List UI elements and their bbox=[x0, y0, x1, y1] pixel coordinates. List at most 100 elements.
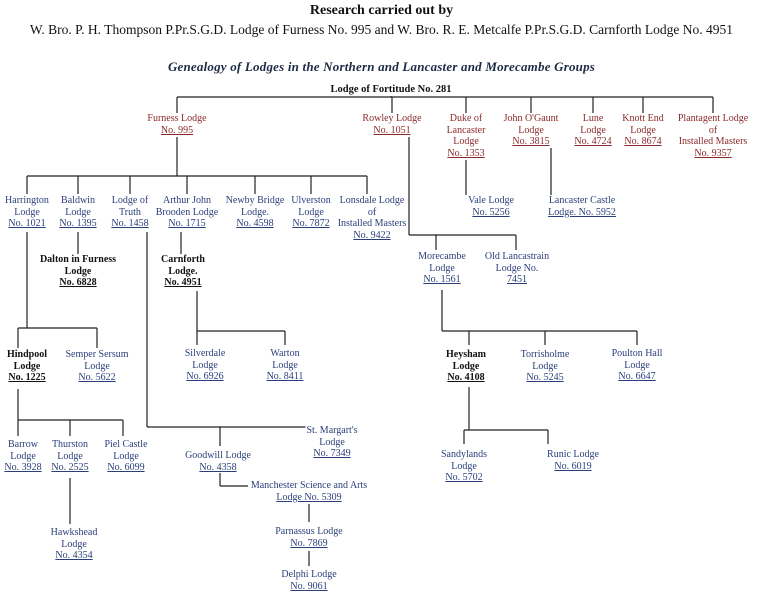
lodge-number: No. 1353 bbox=[447, 147, 485, 159]
lodge-name-line: of bbox=[367, 206, 377, 218]
lodge-name-line: Installed Masters bbox=[678, 136, 748, 147]
lodge-number: No. 6828 bbox=[59, 277, 97, 288]
research-authors: W. Bro. P. H. Thompson P.Pr.S.G.D. Lodge… bbox=[29, 22, 734, 37]
lodge-name-line: Lodge bbox=[192, 359, 218, 371]
lodge-name-line: Duke of bbox=[449, 113, 483, 124]
lodge-name-line: Barrow bbox=[7, 439, 38, 450]
lodge-number: No. 1395 bbox=[59, 218, 97, 229]
lodge-name-line: Lodge No. bbox=[495, 262, 539, 274]
lodge-name-line: Lancaster Castle bbox=[548, 195, 616, 206]
lodge-name-line: Lodge bbox=[451, 460, 477, 472]
lodge-name-line: Goodwill Lodge bbox=[185, 450, 251, 461]
lodge-name-line: John O'Gaunt bbox=[503, 113, 559, 124]
lodge-name-line: Lodge bbox=[532, 360, 558, 372]
lodge-name-line: Hawkshead bbox=[50, 527, 98, 538]
lodge-name-line: Lodge bbox=[57, 450, 83, 462]
lodge-name-line: Lodge bbox=[65, 206, 91, 218]
lodge-name-line: Vale Lodge bbox=[468, 195, 514, 206]
lodge-number: No. 1225 bbox=[8, 372, 46, 383]
research-title: Research carried out by bbox=[309, 3, 454, 18]
lodge-number: No. 1715 bbox=[168, 218, 206, 229]
lodge-name-line: Carnforth bbox=[161, 254, 205, 265]
lodge-name-line: Old Lancastrain bbox=[484, 251, 550, 262]
lodge-name-line: Rowley Lodge bbox=[362, 113, 422, 124]
lodge-number: No. 7872 bbox=[292, 218, 330, 229]
lodge-number: No. 5245 bbox=[526, 372, 564, 383]
lodge-name-line: of bbox=[708, 124, 718, 136]
lodge-name-line: Lodge bbox=[319, 436, 345, 448]
lodge-name-line: Lune bbox=[582, 113, 604, 124]
lodge-number: No. 4354 bbox=[55, 550, 93, 561]
lodge-name-line: Lodge bbox=[518, 124, 544, 136]
lodge-name-line: Heysham bbox=[446, 349, 486, 360]
lodge-name-line: Lodge bbox=[13, 360, 41, 372]
lodge-number: No. 1561 bbox=[423, 274, 461, 285]
lodge-name-line: Poulton Hall bbox=[611, 348, 663, 359]
lodge-name-line: Morecambe bbox=[418, 251, 466, 262]
lodge-name-line: Lodge bbox=[624, 359, 650, 371]
lodge-name-line: Lodge bbox=[61, 538, 87, 550]
lodge-number: No. 3928 bbox=[4, 462, 42, 473]
lodge-number: No. 8674 bbox=[624, 136, 662, 147]
lodge-name-line: Baldwin bbox=[61, 195, 95, 206]
lodge-name-line: Knott End bbox=[622, 113, 664, 124]
lodge-name-line: Newby Bridge bbox=[225, 195, 285, 206]
lodge-number: No. 9357 bbox=[694, 147, 732, 159]
lodge-name-line: Furness Lodge bbox=[147, 113, 207, 124]
lodge-number: No. 4108 bbox=[447, 372, 485, 383]
lodge-number: No. 7349 bbox=[313, 448, 351, 459]
lodge-number: No. 6647 bbox=[618, 371, 656, 382]
lodge-name-line: Lodge bbox=[453, 136, 479, 147]
lodge-name-line: Lodge bbox=[429, 262, 455, 274]
lodge-number: No. 7869 bbox=[290, 537, 328, 549]
lodge-number: No. 9422 bbox=[353, 229, 391, 241]
lodge-name-line: Lodge bbox=[630, 124, 656, 136]
lodge-name-line: Lodge bbox=[113, 450, 139, 462]
lodge-number: No. 1458 bbox=[111, 218, 149, 229]
lodge-number: No. 5622 bbox=[78, 372, 116, 383]
chart-title: Genealogy of Lodges in the Northern and … bbox=[167, 59, 596, 74]
lodge-name-line: Arthur John bbox=[162, 195, 212, 206]
lodge-number: No. 3815 bbox=[512, 136, 550, 147]
lodge-number: No. 1021 bbox=[8, 218, 46, 229]
lodge-number: No. 6926 bbox=[186, 371, 224, 382]
lodge-name-line: Lodge of bbox=[111, 195, 149, 206]
lodge-name-line: Lancaster bbox=[446, 124, 486, 136]
lodge-number: No. 5702 bbox=[445, 472, 483, 483]
lodge-name-line: Installed Masters bbox=[337, 218, 407, 229]
lodge-name-line: Warton bbox=[270, 348, 300, 359]
lodge-number: No. 4358 bbox=[199, 461, 237, 473]
lodge-number: 7451 bbox=[506, 274, 527, 285]
lodge-name-line: Lodge of Fortitude No. 281 bbox=[330, 84, 452, 95]
lodge-number: No. 6099 bbox=[107, 462, 145, 473]
lodge-name-line: Hindpool bbox=[6, 349, 48, 360]
lodge-name-line: Delphi Lodge bbox=[281, 569, 337, 580]
lodge-name-line: Lodge bbox=[580, 124, 606, 136]
lodge-number: No. 2525 bbox=[51, 462, 89, 473]
lodge-number: No. 995 bbox=[160, 124, 194, 136]
